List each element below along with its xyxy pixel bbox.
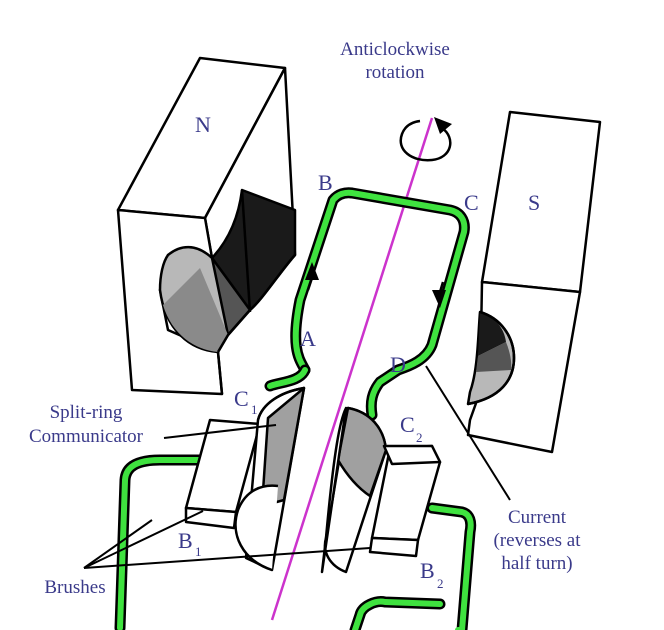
north-magnet (116, 56, 297, 396)
c2-subscript: 2 (416, 430, 423, 445)
north-pole-label: N (195, 112, 211, 137)
c2-label: C (400, 412, 415, 437)
south-pole-label: S (528, 190, 540, 215)
rotation-arrow-icon (399, 117, 452, 162)
c1-subscript: 1 (251, 402, 258, 417)
corner-a-label: A (300, 326, 316, 351)
corner-d-label: D (390, 352, 406, 377)
b2-label: B (420, 558, 435, 583)
south-magnet (466, 110, 602, 454)
split-ring-label-line2: Communicator (29, 426, 144, 447)
corner-c-label: C (464, 190, 479, 215)
arrow-down-icon (432, 290, 446, 308)
b1-label: B (178, 528, 193, 553)
arrow-up-icon (305, 262, 319, 280)
arrow-up-stem (306, 277, 314, 291)
coil (114, 187, 477, 630)
corner-b-label: B (318, 170, 333, 195)
brush-right (368, 444, 442, 558)
b2-subscript: 2 (437, 576, 444, 591)
rotation-label-line1: Anticlockwise (340, 39, 450, 60)
current-label-line1: Current (508, 507, 567, 528)
arrow-down-stem (438, 281, 445, 293)
rotation-label-line2: rotation (365, 62, 425, 83)
commutator-right (320, 406, 388, 574)
c1-label: C (234, 386, 249, 411)
current-label-line2: (reverses at (493, 530, 581, 551)
brushes-label: Brushes (44, 577, 105, 598)
split-ring-label-line1: Split-ring (50, 402, 123, 423)
pointer-lines (83, 365, 511, 569)
commutator-left (234, 386, 306, 572)
current-label-line3: half turn) (501, 553, 572, 574)
b1-subscript: 1 (195, 544, 202, 559)
